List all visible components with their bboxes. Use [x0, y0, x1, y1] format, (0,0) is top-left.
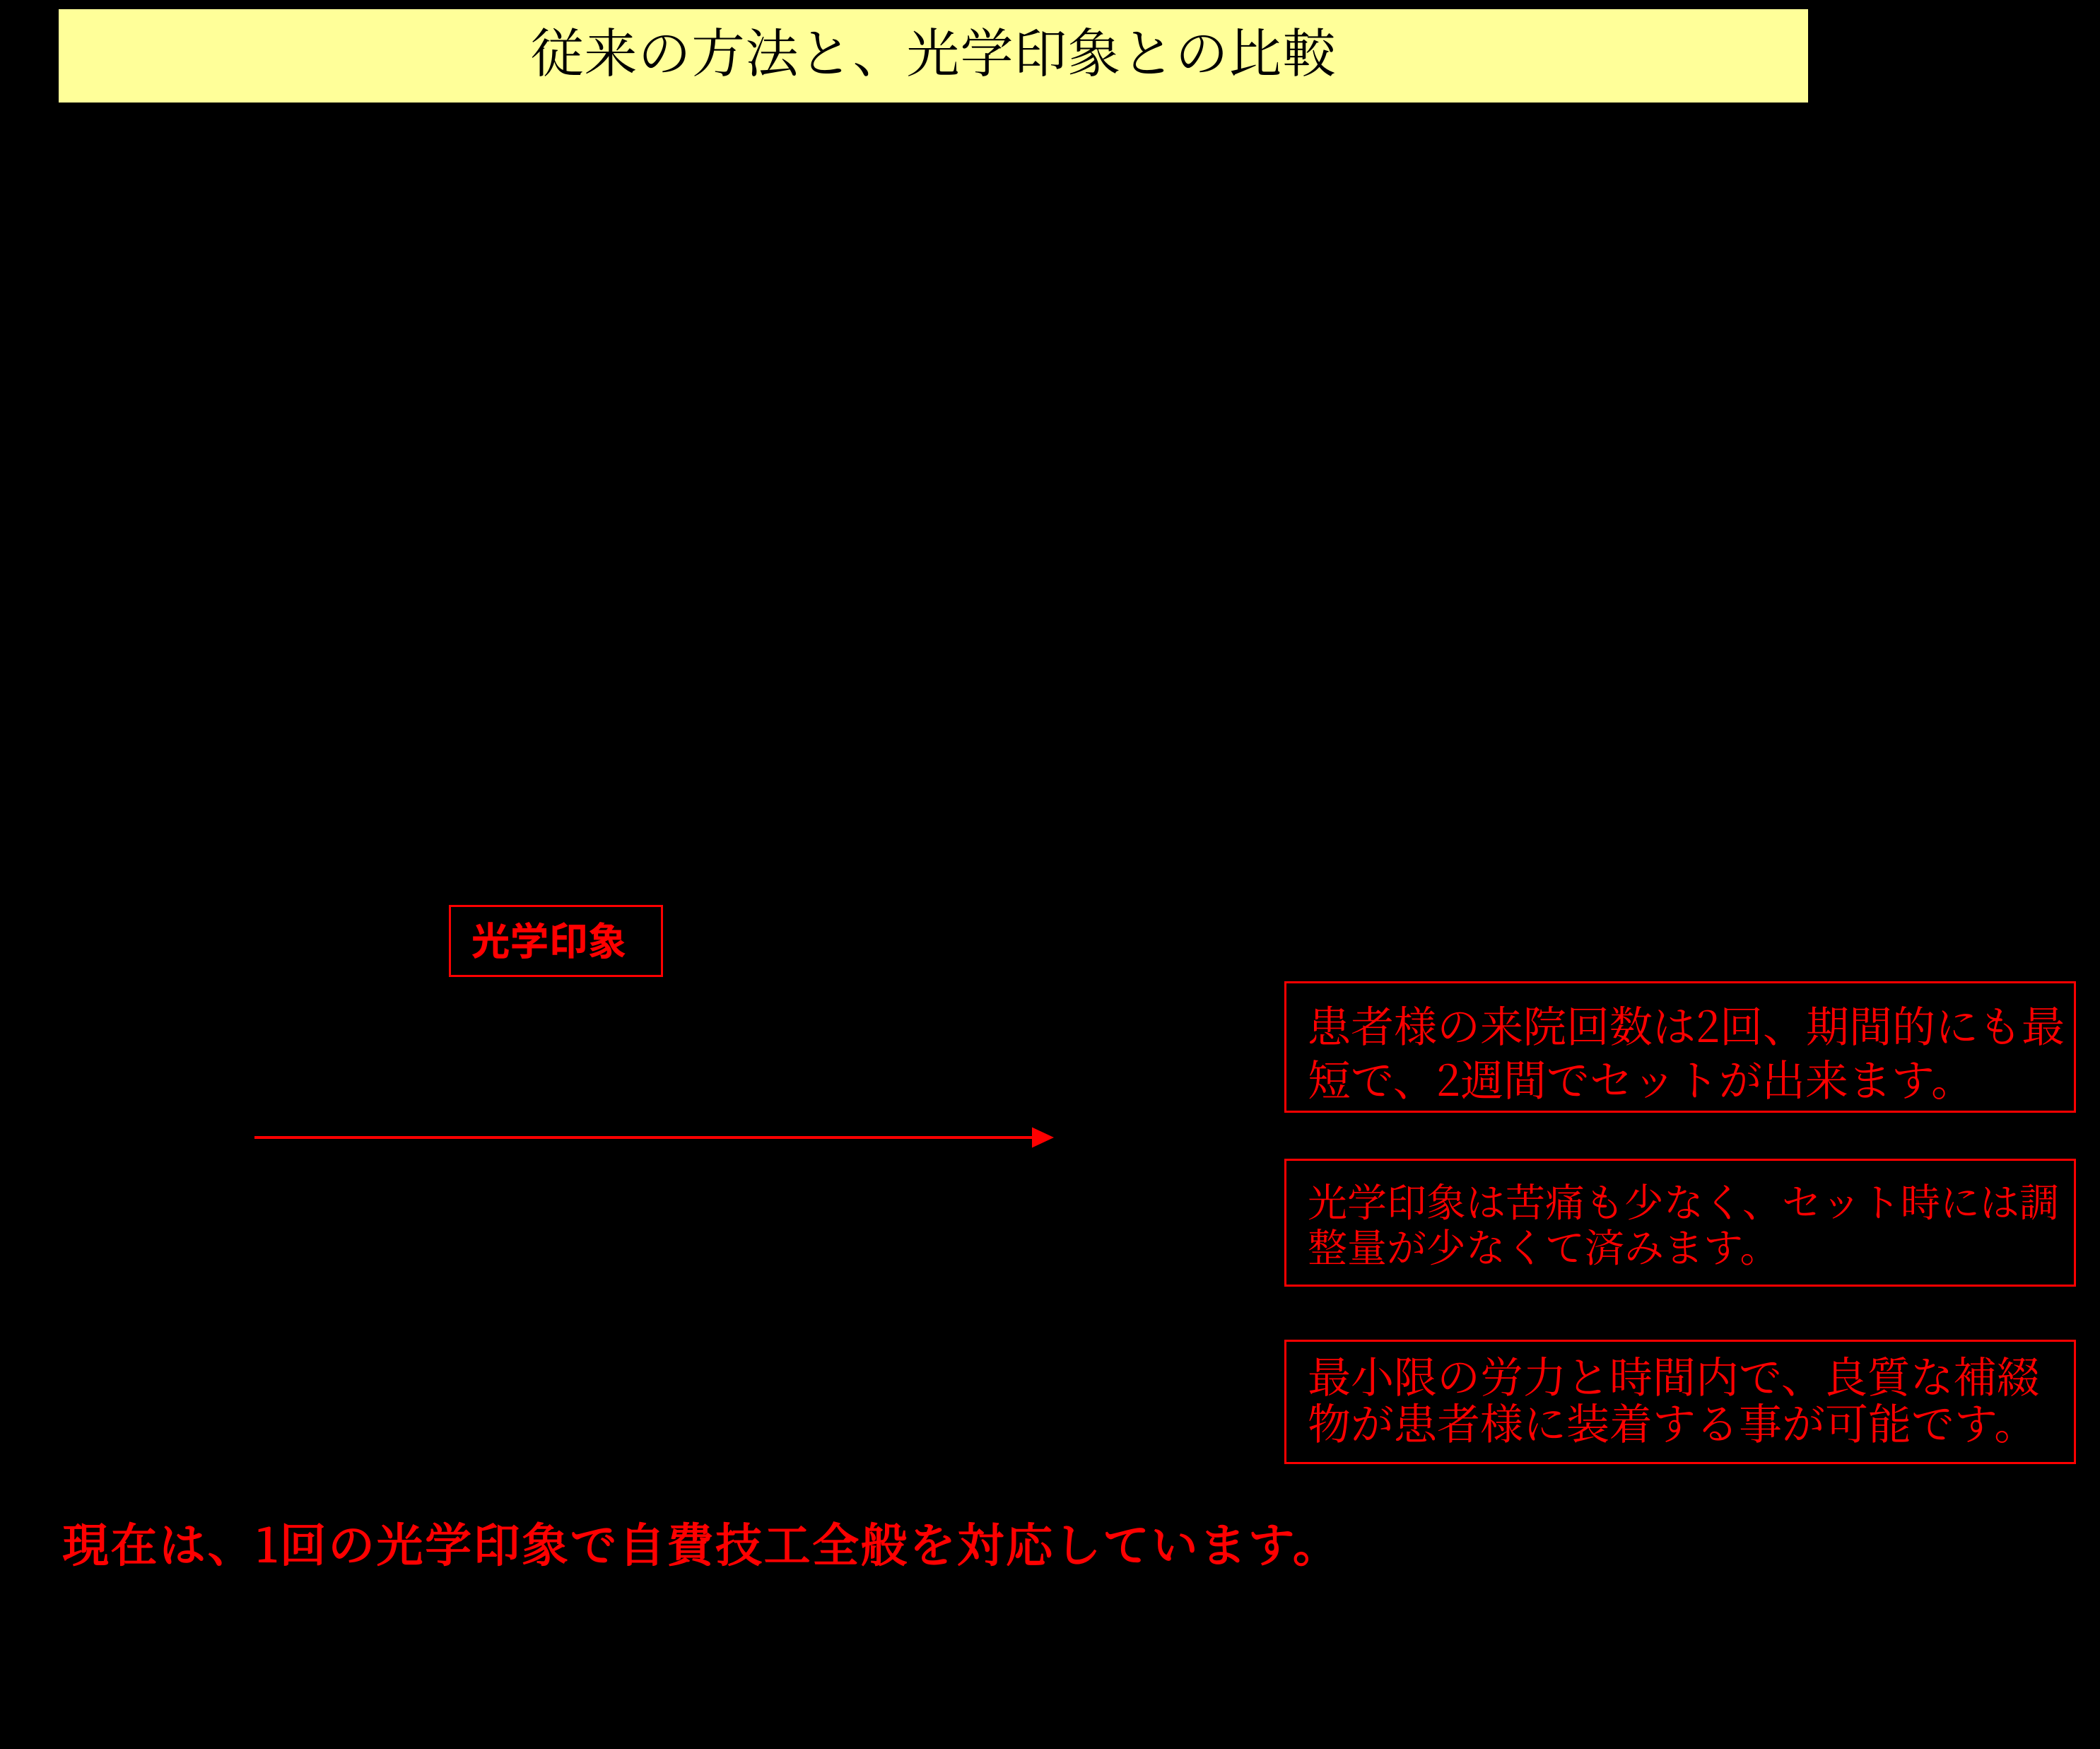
callout-visits: 患者様の来院回数は2回、期間的にも最 短で、2週間でセットが出来ます。: [1284, 981, 2076, 1113]
footer-note: 現在は、1回の光学印象で自費技工全般を対応しています。: [61, 1508, 1342, 1575]
callout-comfort: 光学印象は苦痛も少なく、セット時には調 整量が少なくて済みます。: [1284, 1159, 2076, 1287]
flow-arrow-icon: [254, 1127, 1054, 1148]
callout-visits-line-2: 短で、2週間でセットが出来ます。: [1308, 1047, 1974, 1109]
callout-quality: 最小限の労力と時間内で、良質な補綴 物が患者様に装着する事が可能です。: [1284, 1340, 2076, 1464]
optical-impression-label: 光学印象: [471, 909, 627, 966]
optical-impression-label-box: 光学印象: [449, 905, 663, 977]
callout-quality-line-1: 最小限の労力と時間内で、良質な補綴: [1308, 1344, 2040, 1405]
callout-visits-line-1: 患者様の来院回数は2回、期間的にも最: [1308, 993, 2065, 1055]
slide-title: 従来の方法と、光学印象との比較: [530, 11, 1337, 88]
callout-quality-line-2: 物が患者様に装着する事が可能です。: [1308, 1391, 2038, 1452]
title-bar: 従来の方法と、光学印象との比較: [59, 9, 1808, 103]
callout-comfort-line-2: 整量が少なくて済みます。: [1308, 1217, 1780, 1274]
callout-comfort-line-1: 光学印象は苦痛も少なく、セット時には調: [1308, 1172, 2059, 1229]
